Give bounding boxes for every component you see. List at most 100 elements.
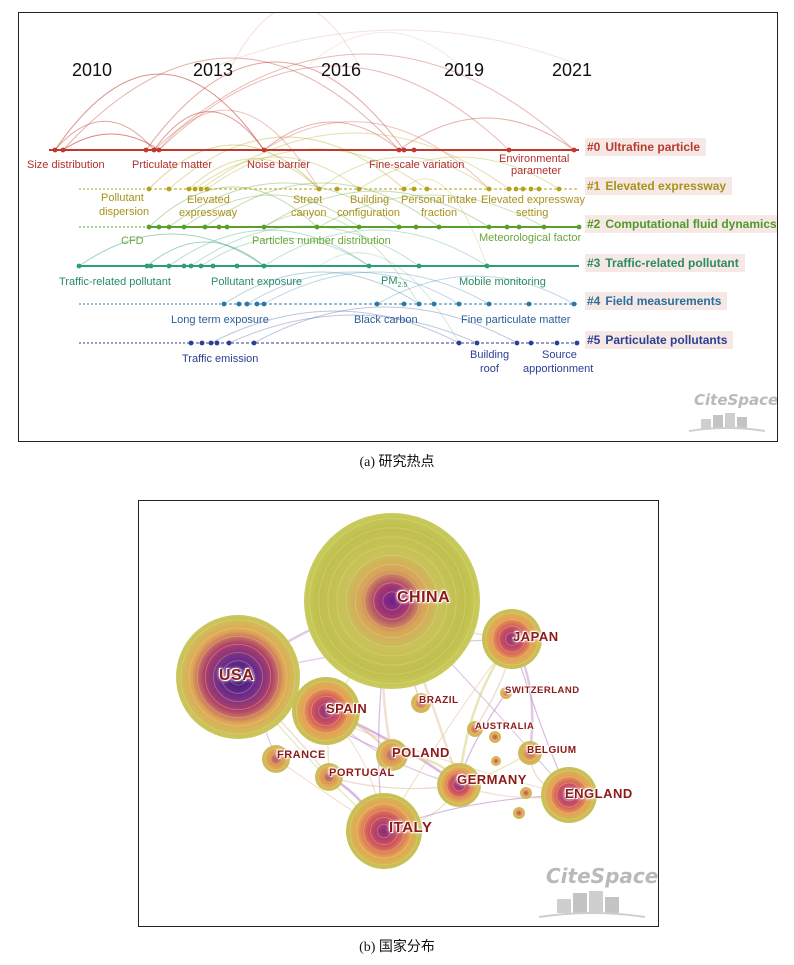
country-node	[500, 687, 512, 699]
term-node	[506, 147, 512, 153]
citation-ring	[318, 527, 466, 675]
country-portugal: PORTUGAL	[329, 767, 395, 779]
citation-ring	[323, 771, 335, 783]
year-label: 2019	[444, 60, 485, 80]
cluster-nodes	[52, 147, 582, 346]
term-label: Elevated	[187, 194, 230, 206]
country-node	[304, 513, 480, 689]
co-citation-arc	[168, 182, 400, 228]
term-label: Pollutant	[101, 192, 144, 204]
cluster-id: #1	[587, 179, 601, 193]
term-label: Prticulate matter	[132, 159, 213, 171]
citespace-watermark: CiteSpace	[694, 391, 778, 409]
citation-ring	[492, 619, 532, 659]
term-node	[156, 224, 162, 230]
term-node	[186, 186, 192, 192]
co-citation-arc	[204, 182, 440, 228]
country-china: CHINA	[397, 589, 451, 606]
term-label: Meteorological factor	[479, 232, 582, 244]
co-citation-arc	[148, 144, 320, 190]
term-node	[456, 340, 462, 346]
term-node	[576, 224, 582, 230]
citation-ring	[309, 518, 475, 684]
country-node	[292, 677, 360, 745]
citation-ring	[221, 660, 255, 694]
citation-ring	[354, 563, 430, 639]
citation-ring	[440, 766, 478, 804]
term-node	[541, 224, 547, 230]
term-node	[556, 186, 562, 192]
term-node	[166, 224, 172, 230]
co-citation-arc	[200, 132, 510, 190]
citation-ring	[318, 703, 334, 719]
term-node	[401, 147, 407, 153]
term-node	[366, 263, 372, 269]
term-label: parameter	[511, 165, 562, 177]
term-node	[413, 224, 419, 230]
term-node	[202, 224, 208, 230]
citation-ring	[514, 808, 524, 818]
cluster-name: Particulate pollutants	[605, 333, 728, 347]
caption-a: (a) 研究热点	[359, 455, 435, 470]
country-node	[491, 756, 501, 766]
cluster-name: Ultrafine particle	[605, 140, 701, 154]
co-citation-arc	[246, 271, 460, 305]
year-label: 2013	[193, 60, 234, 80]
co-citation-arc	[318, 194, 545, 228]
co-citation-arc	[263, 271, 490, 305]
term-node	[456, 301, 462, 307]
term-node	[199, 340, 205, 346]
citation-ring	[229, 668, 247, 686]
term-node	[396, 224, 402, 230]
term-node	[166, 263, 172, 269]
citation-ring	[196, 635, 280, 719]
citation-ring	[550, 776, 588, 814]
co-citation-arc	[78, 233, 265, 267]
term-node	[146, 186, 152, 192]
term-node	[188, 340, 194, 346]
term-node	[156, 147, 162, 153]
country-node	[411, 693, 431, 713]
term-node	[60, 147, 66, 153]
cluster-name: Elevated expressway	[605, 179, 727, 193]
co-citation-arc	[168, 229, 370, 267]
co-citation-arc	[62, 57, 400, 151]
citation-ring	[317, 765, 341, 789]
co-citation-arc	[183, 194, 360, 228]
co-citation-arc	[263, 229, 488, 267]
term-node	[76, 263, 82, 269]
term-node	[571, 301, 577, 307]
co-citation-arc	[263, 190, 490, 228]
term-label: canyon	[291, 207, 327, 219]
country-italy: ITALY	[389, 819, 433, 836]
timeline-panel: 2010 2013 2016 2019 2021 Size distributi…	[18, 12, 778, 442]
country-network-panel: CHINA JAPAN USA SWITZERLAND SPAIN BRAZIL…	[138, 500, 659, 927]
term-label: apportionment	[523, 363, 594, 375]
term-label: Mobile monitoring	[459, 276, 546, 288]
citation-ring	[562, 788, 576, 802]
term-label: Source	[542, 349, 577, 361]
term-node	[234, 263, 240, 269]
co-citation-arc	[168, 136, 405, 190]
term-node	[143, 147, 149, 153]
citation-ring	[204, 643, 272, 711]
term-label: roof	[480, 363, 499, 375]
term-node	[486, 301, 492, 307]
term-label: Noise barrier	[247, 159, 310, 171]
term-node	[226, 340, 232, 346]
citation-ring	[556, 782, 582, 808]
co-citation-arc	[263, 213, 420, 305]
term-label: Environmental	[499, 153, 570, 165]
term-node	[221, 301, 227, 307]
term-node	[192, 186, 198, 192]
term-node	[216, 224, 222, 230]
citation-ring	[364, 573, 420, 629]
country-usa: USA	[219, 667, 255, 684]
citation-ring	[492, 757, 500, 765]
country-poland: POLAND	[392, 745, 450, 760]
citation-ring	[501, 688, 511, 698]
term-node	[416, 301, 422, 307]
co-citation-arc	[398, 117, 575, 151]
